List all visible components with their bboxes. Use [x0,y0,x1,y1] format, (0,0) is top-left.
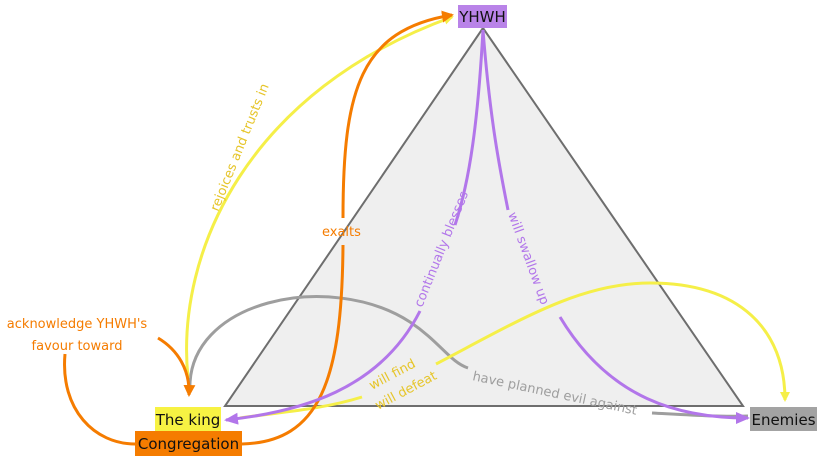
label-acknowledge-2: favour toward [32,339,123,354]
edge-blesses-2 [224,310,422,425]
label-exalts: exalts [322,225,361,240]
node-congregation-label: Congregation [138,435,239,453]
edge-acknowledge-1 [157,336,196,397]
edge-exalts-2 [341,10,454,219]
edge-swallow-2 [558,316,750,424]
node-congregation[interactable]: Congregation [135,431,242,456]
edge-acknowledge-2 [63,353,136,446]
node-enemies-label: Enemies [751,411,815,429]
edge-will-defeat-1 [435,281,790,402]
node-yhwh[interactable]: YHWH [458,5,507,28]
edge-exalts-1 [241,244,345,446]
node-king-label: The king [155,411,221,429]
label-acknowledge-1: acknowledge YHWH's [7,317,148,332]
edge-swallow-1 [481,29,510,211]
edge-planned-evil-1 [188,295,469,393]
node-king[interactable]: The king [155,407,221,431]
triangle [223,26,745,407]
edge-blesses-1 [453,29,485,226]
node-yhwh-label: YHWH [458,8,506,26]
node-enemies[interactable]: Enemies [750,407,817,431]
label-rejoices: rejoices and trusts in [208,82,273,214]
